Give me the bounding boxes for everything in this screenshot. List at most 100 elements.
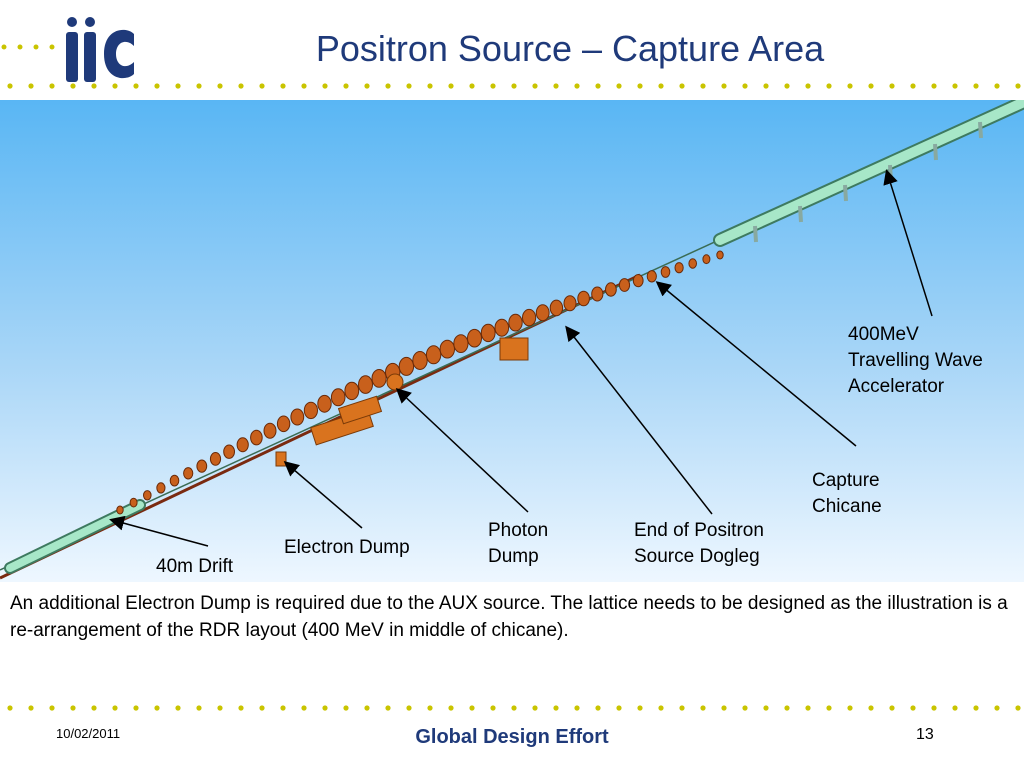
divider-dot — [28, 83, 34, 89]
divider-dot — [217, 83, 223, 89]
divider-dot — [532, 83, 538, 89]
divider-dot — [574, 705, 580, 711]
magnet-ring — [263, 422, 277, 439]
divider-dot — [448, 83, 454, 89]
divider-dot — [343, 705, 349, 711]
footer-page-number: 13 — [916, 726, 934, 743]
divider-dot — [931, 83, 937, 89]
divider-dot — [763, 83, 769, 89]
divider-dot — [427, 705, 433, 711]
divider-dot — [259, 83, 265, 89]
magnet-ring — [522, 308, 537, 327]
divider-dot — [7, 705, 13, 711]
magnet-ring — [660, 266, 671, 278]
label-photon-dump: Photon Dump — [488, 520, 549, 567]
divider-dot — [448, 705, 454, 711]
divider-dot — [217, 705, 223, 711]
magnet-ring — [317, 394, 332, 413]
magnet-ring — [236, 437, 249, 453]
magnet-ring — [143, 490, 152, 501]
divider-dot — [700, 705, 706, 711]
magnet-ring — [344, 381, 360, 401]
divider-dot — [1015, 83, 1021, 89]
footer-organization: Global Design Effort — [415, 726, 609, 748]
divider-dot — [952, 83, 958, 89]
divider-dot — [406, 83, 412, 89]
photon-dump-blocks — [386, 337, 529, 391]
magnet-ring — [276, 415, 291, 433]
magnet-ring — [591, 286, 604, 302]
divider-dot — [910, 83, 916, 89]
magnet-ring — [508, 313, 523, 332]
divider-dot — [679, 705, 685, 711]
magnet-ring — [169, 474, 180, 487]
divider-dot — [259, 705, 265, 711]
divider-dot — [973, 705, 979, 711]
divider-dot — [238, 83, 244, 89]
divider-dot — [805, 83, 811, 89]
divider-dot — [910, 705, 916, 711]
magnet-ring — [412, 351, 428, 370]
label-electron-dump: Electron Dump — [284, 537, 410, 558]
divider-dot — [112, 705, 118, 711]
arrow-accelerator — [883, 169, 933, 317]
divider-dot — [154, 705, 160, 711]
divider-dot — [364, 83, 370, 89]
divider-dot — [469, 705, 475, 711]
magnet-ring — [467, 328, 482, 348]
divider-dot — [343, 83, 349, 89]
divider-dot — [28, 705, 34, 711]
magnet-ring — [439, 339, 455, 359]
divider-dot — [826, 705, 832, 711]
divider-dot — [301, 83, 307, 89]
divider-dot — [280, 83, 286, 89]
divider-dot — [70, 83, 76, 89]
magnet-ring — [702, 254, 711, 265]
divider-dot — [238, 705, 244, 711]
divider-dot — [994, 83, 1000, 89]
divider-dot — [70, 705, 76, 711]
divider-dot — [133, 83, 139, 89]
magnet-ring — [605, 282, 617, 297]
drift-section — [4, 499, 146, 574]
divider-dot — [742, 83, 748, 89]
divider-dot — [175, 83, 181, 89]
magnet-ring — [250, 429, 263, 446]
divider-dot — [553, 705, 559, 711]
divider-dot — [805, 705, 811, 711]
divider-dot — [847, 83, 853, 89]
divider-dot — [364, 705, 370, 711]
magnet-ring — [290, 408, 305, 426]
divider-dot — [595, 705, 601, 711]
magnet-ring — [398, 356, 415, 376]
divider-dot — [322, 705, 328, 711]
magnet-ring — [223, 444, 236, 459]
divider-dot — [679, 83, 685, 89]
divider-dot — [196, 705, 202, 711]
divider-dot — [973, 83, 979, 89]
divider-dot — [889, 83, 895, 89]
divider-dot — [112, 83, 118, 89]
magnet-ring — [716, 250, 724, 260]
magnet-ring — [453, 334, 469, 354]
divider-dot — [322, 83, 328, 89]
positron-source-illustration — [0, 100, 1024, 582]
arrow-electron-dump — [283, 461, 363, 529]
magnet-ring — [674, 262, 684, 274]
divider-dot — [994, 705, 1000, 711]
magnet-ring — [358, 375, 373, 394]
magnet-ring — [330, 388, 346, 407]
magnet-ring — [494, 318, 510, 337]
divider-dot — [91, 705, 97, 711]
magnet-ring — [371, 369, 387, 388]
magnet-ring — [577, 290, 590, 307]
magnet-ring — [563, 295, 577, 312]
divider-dot — [721, 83, 727, 89]
divider-dot — [490, 83, 496, 89]
left-dot-accent — [1, 44, 55, 50]
label-dogleg: End of Positron Source Dogleg — [634, 520, 764, 567]
divider-dot — [637, 705, 643, 711]
divider-dot — [784, 83, 790, 89]
magnet-ring — [618, 278, 631, 292]
divider-dot — [847, 705, 853, 711]
